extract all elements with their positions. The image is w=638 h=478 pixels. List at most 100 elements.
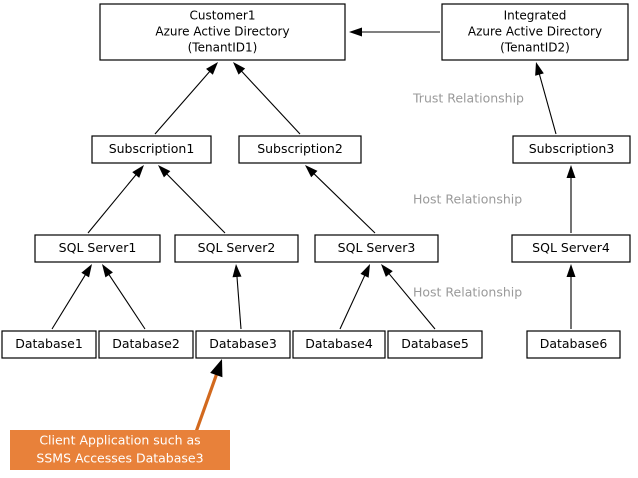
edge-database3-to-sqlserver2 (232, 264, 242, 330)
node-label-tenant1-line2: Azure Active Directory (155, 25, 289, 39)
node-sqlserver4[interactable]: SQL Server4 (511, 234, 631, 263)
node-box-subscription3 (512, 135, 631, 164)
edge-subscription3-to-tenant2-shaft (538, 72, 557, 135)
node-label-database3-line1: Database3 (209, 336, 277, 351)
edge-database6-to-sqlserver4 (566, 264, 576, 329)
edge-tenant2-to-tenant1-head (349, 27, 362, 37)
edge-sqlserver2-to-subscription1-head (158, 165, 171, 178)
client-application-callout[interactable]: Client Application such as SSMS Accesses … (10, 430, 230, 470)
edge-sqlserver1-to-subscription1-head (132, 165, 144, 178)
node-label-sqlserver1-line1: SQL Server1 (59, 240, 137, 255)
callout-text-line2: SSMS Accesses Database3 (36, 451, 203, 466)
host-relationship-label-2: Host Relationship (413, 285, 522, 300)
node-subscription2[interactable]: Subscription2 (238, 135, 362, 164)
edge-sqlserver1-to-subscription1 (87, 165, 144, 234)
node-label-database5-line1: Database5 (401, 336, 469, 351)
node-box-tenant1 (99, 3, 346, 61)
node-label-tenant1-line1: Customer1 (190, 9, 256, 23)
node-box-subscription2 (238, 135, 362, 164)
host-relationship-label-1: Host Relationship (413, 192, 522, 207)
edge-sqlserver1-to-subscription1-shaft (87, 172, 138, 234)
node-database1[interactable]: Database1 (1, 330, 97, 359)
node-label-tenant1-line3: (TenantID1) (188, 41, 258, 55)
edge-sqlserver3-to-subscription2-head (305, 165, 318, 178)
edge-subscription2-to-tenant1 (233, 62, 301, 135)
node-subscription3[interactable]: Subscription3 (512, 135, 631, 164)
node-database5[interactable]: Database5 (387, 330, 483, 359)
node-sqlserver3[interactable]: SQL Server3 (314, 234, 439, 263)
callout-background (10, 430, 230, 470)
edge-database5-to-sqlserver3-head (381, 264, 393, 277)
node-label-database2-line1: Database2 (112, 336, 180, 351)
edge-database4-to-sqlserver3-head (360, 264, 370, 278)
node-label-database4-line1: Database4 (305, 336, 373, 351)
node-label-subscription3-line1: Subscription3 (529, 141, 615, 156)
node-label-tenant2-line1: Integrated (504, 9, 567, 23)
node-box-database6 (526, 330, 621, 359)
edge-database1-to-sqlserver1 (51, 264, 92, 330)
edge-database3-to-sqlserver2-head (232, 264, 242, 278)
node-database3[interactable]: Database3 (195, 330, 291, 359)
node-label-tenant2-line2: Azure Active Directory (468, 25, 602, 39)
node-label-sqlserver2-line1: SQL Server2 (198, 240, 276, 255)
node-box-database5 (387, 330, 483, 359)
node-label-database1-line1: Database1 (15, 336, 83, 351)
edge-subscription2-to-tenant1-head (233, 62, 246, 75)
node-box-sqlserver2 (174, 234, 299, 263)
node-database4[interactable]: Database4 (292, 330, 386, 359)
edge-sqlserver2-to-subscription1-shaft (165, 172, 226, 234)
edge-sqlserver3-to-subscription2 (305, 165, 376, 234)
node-box-database4 (292, 330, 386, 359)
edge-subscription1-to-tenant1 (154, 62, 218, 135)
edge-subscription2-to-tenant1-shaft (239, 69, 301, 135)
node-box-tenant2 (441, 3, 629, 61)
edge-sqlserver3-to-subscription2-shaft (312, 172, 376, 234)
edge-database5-to-sqlserver3-shaft (387, 271, 436, 330)
callout-arrow-head (210, 359, 223, 378)
node-label-sqlserver3-line1: SQL Server3 (338, 240, 416, 255)
edge-sqlserver4-to-subscription3-head (566, 165, 576, 178)
node-database2[interactable]: Database2 (98, 330, 194, 359)
callout-arrow-shaft (194, 371, 219, 433)
edge-sqlserver4-to-subscription3 (566, 165, 576, 233)
node-box-sqlserver3 (314, 234, 439, 263)
callout-text-line1: Client Application such as (39, 433, 200, 448)
node-label-subscription2-line1: Subscription2 (257, 141, 343, 156)
edge-subscription3-to-tenant2 (535, 62, 557, 135)
node-label-sqlserver4-line1: SQL Server4 (532, 240, 610, 255)
edge-database2-to-sqlserver1 (102, 264, 146, 330)
node-sqlserver1[interactable]: SQL Server1 (34, 234, 161, 263)
node-label-tenant2-line3: (TenantID2) (500, 41, 570, 55)
callout-layer: Client Application such as SSMS Accesses … (10, 430, 230, 470)
edge-database3-to-sqlserver2-shaft (236, 274, 242, 330)
edge-database4-to-sqlserver3-shaft (339, 273, 367, 330)
node-subscription1[interactable]: Subscription1 (91, 135, 212, 164)
node-box-database1 (1, 330, 97, 359)
edge-database2-to-sqlserver1-shaft (107, 272, 146, 330)
node-box-sqlserver1 (34, 234, 161, 263)
callout-arrow (194, 359, 223, 433)
edge-subscription1-to-tenant1-shaft (154, 69, 212, 135)
node-box-subscription1 (91, 135, 212, 164)
edge-database5-to-sqlserver3 (381, 264, 436, 330)
node-label-subscription1-line1: Subscription1 (109, 141, 195, 156)
edge-database1-to-sqlserver1-shaft (51, 272, 87, 330)
edge-tenant2-to-tenant1 (349, 27, 440, 37)
edge-subscription1-to-tenant1-head (206, 62, 218, 75)
node-box-database2 (98, 330, 194, 359)
edge-database4-to-sqlserver3 (339, 264, 370, 330)
trust-relationship-label: Trust Relationship (412, 91, 524, 106)
node-label-database6-line1: Database6 (540, 336, 608, 351)
edge-subscription3-to-tenant2-head (535, 62, 544, 76)
callout-arrow-layer (194, 359, 223, 433)
edge-database2-to-sqlserver1-head (102, 264, 113, 278)
node-sqlserver2[interactable]: SQL Server2 (174, 234, 299, 263)
node-box-sqlserver4 (511, 234, 631, 263)
node-database6[interactable]: Database6 (526, 330, 621, 359)
